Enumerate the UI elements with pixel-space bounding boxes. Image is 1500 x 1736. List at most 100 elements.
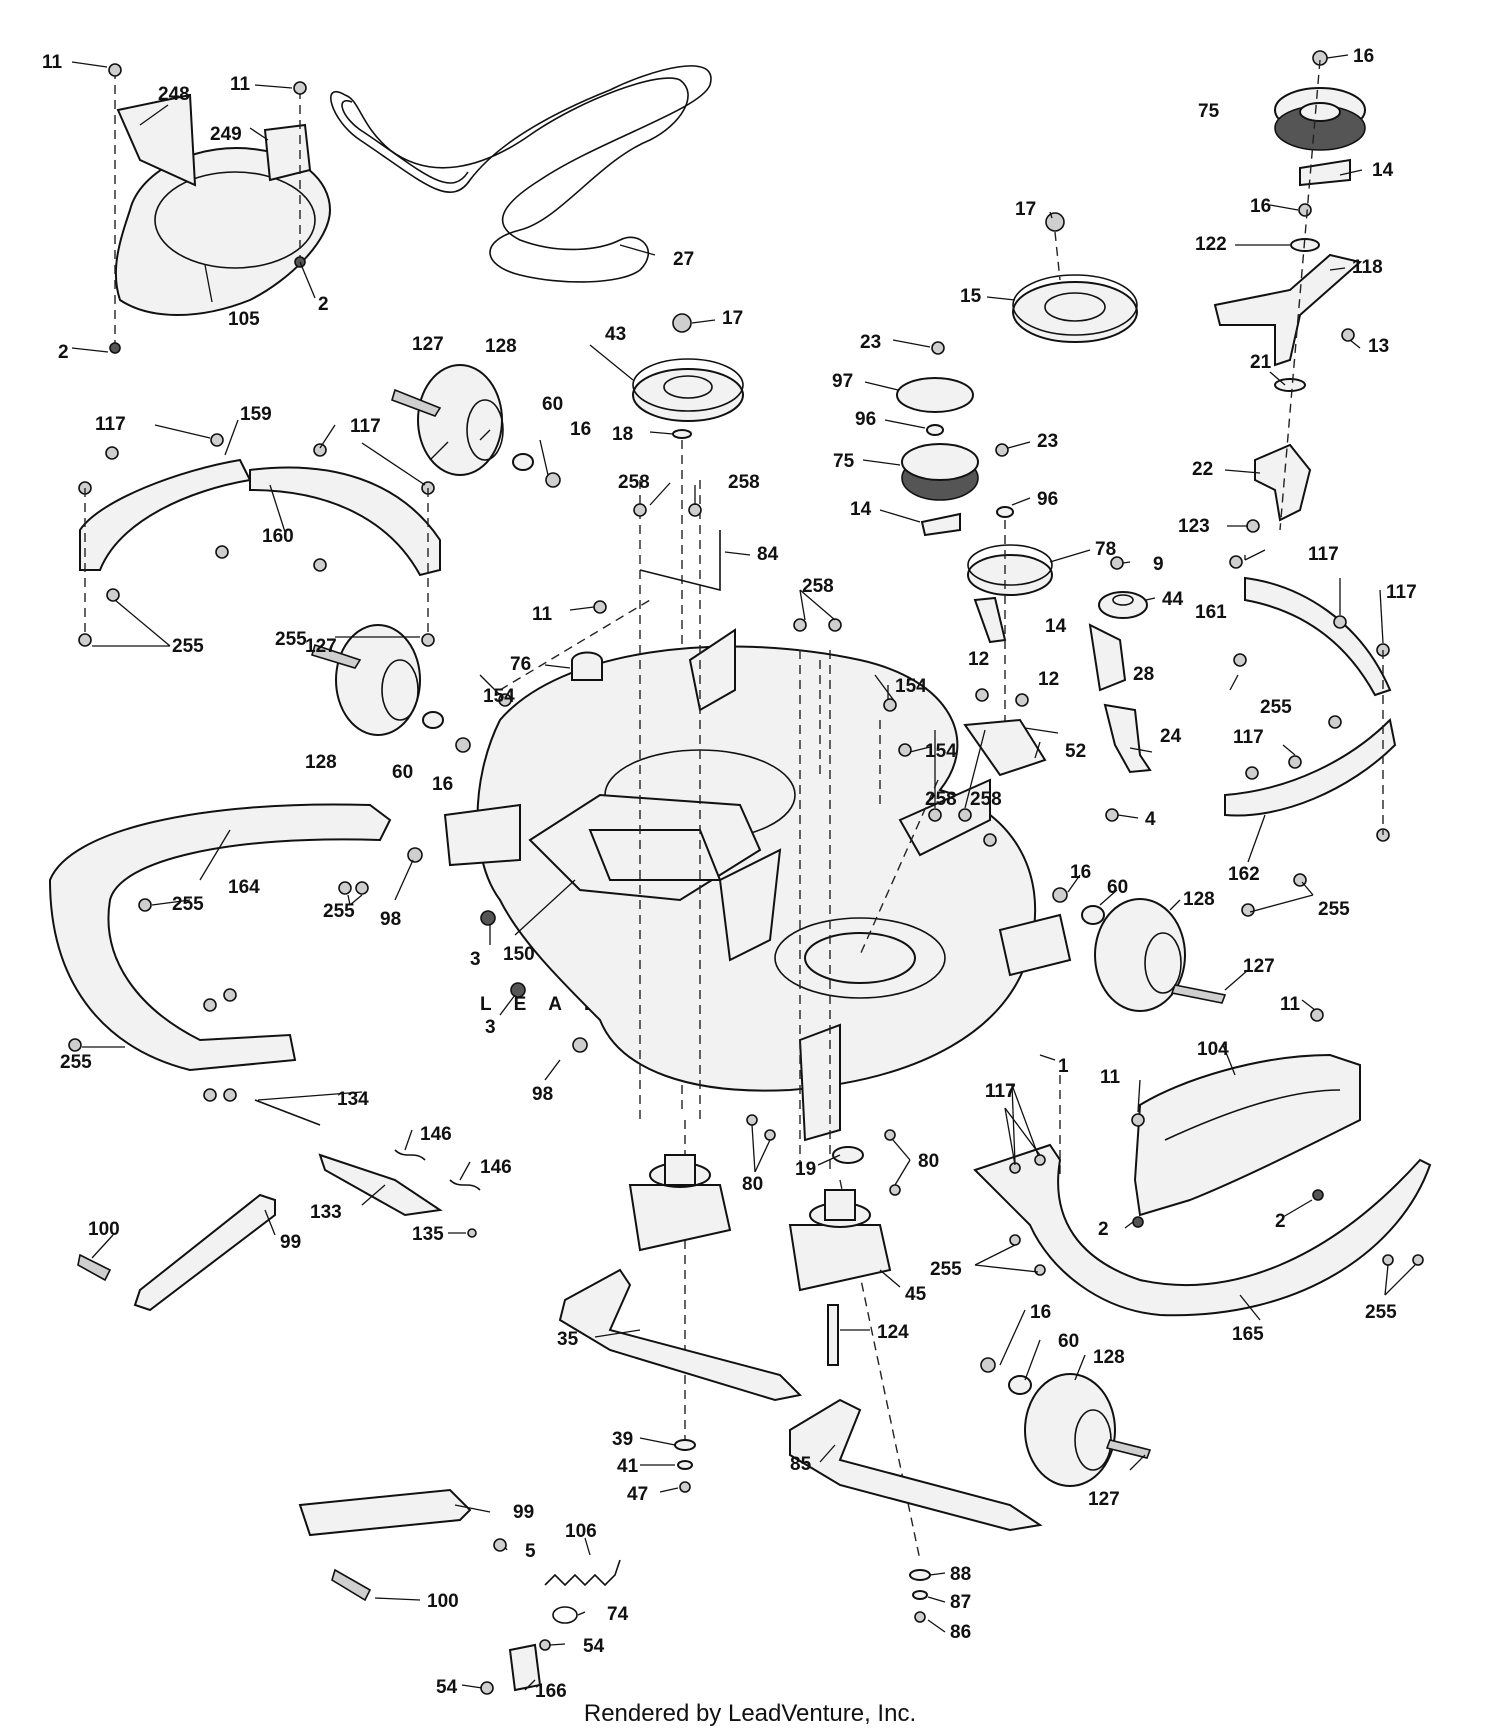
callout: 98 (532, 1084, 553, 1105)
spindle-fasteners (746, 1114, 901, 1196)
callout: 14 (850, 499, 872, 520)
callout: 255 (1260, 697, 1292, 718)
spindle-left (628, 1154, 732, 1252)
callout: 255 (275, 629, 307, 650)
baffle-164 (48, 803, 588, 1102)
callout: 11 (1100, 1067, 1121, 1088)
callout: 258 (728, 472, 760, 493)
callout: 13 (1368, 336, 1389, 357)
callout: 75 (833, 451, 855, 472)
callout: 117 (1386, 582, 1417, 603)
callout: 47 (627, 1484, 648, 1505)
gauge-wheel-mid-left (311, 624, 471, 753)
callout: 2 (1275, 1211, 1286, 1232)
bracket-249 (263, 123, 312, 182)
callout: 15 (960, 286, 982, 307)
blade-85 (789, 1398, 1043, 1532)
callout: 16 (1030, 1302, 1051, 1323)
callout: 11 (1280, 994, 1301, 1015)
callout: 24 (1160, 726, 1182, 747)
callout: 88 (950, 1564, 971, 1585)
callout: 14 (1045, 616, 1067, 637)
callout: 12 (1038, 669, 1059, 690)
callout: 255 (172, 894, 204, 915)
callout: 84 (757, 544, 779, 565)
link-99-upper (77, 1193, 276, 1312)
callout: 11 (230, 74, 251, 95)
callout: 19 (795, 1159, 816, 1180)
callout: 3 (485, 1017, 496, 1038)
callout: 9 (1153, 554, 1164, 575)
callout: 124 (877, 1322, 909, 1343)
callout: 2 (1098, 1219, 1109, 1240)
callout: 3 (470, 949, 481, 970)
callout: 17 (1015, 199, 1036, 220)
callout: 248 (158, 84, 190, 105)
belt-shield-105 (108, 63, 332, 354)
callout: 1 (1058, 1056, 1069, 1077)
footer-credit: Rendered by LeadVenture, Inc. (583, 1700, 917, 1727)
callout: 60 (1058, 1331, 1079, 1352)
gauge-wheel-upper-left (391, 364, 561, 488)
callout: 117 (95, 414, 126, 435)
gauge-wheel-lower-right (980, 1357, 1152, 1487)
idler-arm-assembly (1213, 50, 1366, 533)
callout: 255 (172, 636, 204, 657)
callout: 18 (612, 424, 633, 445)
mower-deck-1 (443, 628, 1072, 1142)
callout: 135 (412, 1224, 444, 1245)
callout: 123 (1178, 516, 1210, 537)
callout: 11 (42, 52, 63, 73)
callout: 255 (930, 1259, 962, 1280)
callout: 128 (1183, 889, 1215, 910)
callout: 118 (1352, 257, 1383, 278)
callout: 99 (513, 1502, 534, 1523)
callout: 105 (228, 309, 260, 330)
callout: 159 (240, 404, 272, 425)
callout: 5 (525, 1541, 536, 1562)
callout: 117 (350, 416, 381, 437)
callout: 128 (1093, 1347, 1125, 1368)
callout: 106 (565, 1521, 597, 1542)
callout: 87 (950, 1592, 971, 1613)
callout: 2 (58, 342, 69, 363)
callout: 165 (1232, 1324, 1264, 1345)
callout: 80 (742, 1174, 763, 1195)
callout: 60 (542, 394, 563, 415)
callout: 258 (802, 576, 834, 597)
callout: 78 (1095, 539, 1116, 560)
callout: 21 (1250, 352, 1272, 373)
callout: 11 (532, 604, 553, 625)
callout: 96 (1037, 489, 1058, 510)
callout: 255 (1318, 899, 1350, 920)
callout: 249 (210, 124, 242, 145)
rod-84-bracket-76 (498, 503, 997, 847)
callout: 160 (262, 526, 294, 547)
callout: 99 (280, 1232, 301, 1253)
callout: 43 (605, 324, 626, 345)
callout: 85 (790, 1454, 812, 1475)
callout: 16 (1070, 862, 1091, 883)
bracket-248 (116, 93, 197, 187)
callout: 128 (485, 336, 517, 357)
callout: 127 (305, 636, 337, 657)
callout: 76 (510, 654, 531, 675)
callout: 60 (392, 762, 413, 783)
callout: 154 (925, 741, 957, 762)
callout: 16 (432, 774, 453, 795)
callout: 2 (318, 294, 329, 315)
callout: 258 (925, 789, 957, 810)
callout: 96 (855, 409, 876, 430)
callout: 146 (480, 1157, 512, 1178)
callout: 255 (1365, 1302, 1397, 1323)
callout: 23 (1037, 431, 1058, 452)
callout: 133 (310, 1202, 342, 1223)
lower-link-assembly (298, 1488, 621, 1695)
callout: 39 (612, 1429, 633, 1450)
callout: 128 (305, 752, 337, 773)
callout: 97 (832, 371, 853, 392)
idler-stack (896, 341, 1053, 760)
gauge-wheel-right (1052, 887, 1227, 1012)
callout: 52 (1065, 741, 1086, 762)
